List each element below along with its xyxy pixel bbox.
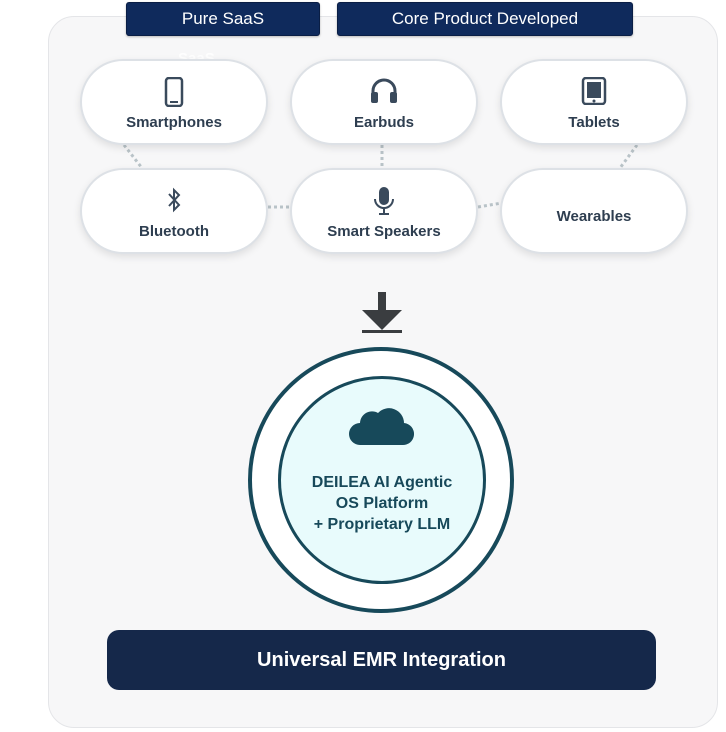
- device-bluetooth: Bluetooth: [80, 168, 268, 254]
- device-label: Bluetooth: [139, 223, 209, 240]
- connector-smartphones-bluetooth: [122, 144, 144, 169]
- platform-title-line: OS Platform: [335, 495, 429, 512]
- tab-pure-saas: Pure SaaS: [126, 2, 320, 36]
- down-arrow-icon: [362, 292, 402, 333]
- platform-title-line: + Proprietary LLM: [313, 516, 451, 533]
- tab-core-product: Core Product Developed: [337, 2, 633, 36]
- headphones-icon: [292, 77, 476, 107]
- device-label: Smart Speakers: [327, 223, 441, 240]
- device-label: Wearables: [556, 208, 632, 225]
- platform-title-line: DEILEA AI Agentic: [311, 474, 453, 491]
- device-smart-speakers: Smart Speakers: [290, 168, 478, 254]
- bluetooth-icon: [82, 186, 266, 216]
- device-label: Smartphones: [126, 114, 222, 131]
- device-tablets: Tablets: [500, 59, 688, 145]
- device-smartphones: Smartphones: [80, 59, 268, 145]
- microphone-icon: [292, 186, 476, 216]
- device-label: Earbuds: [353, 114, 414, 131]
- emr-integration-bar: Universal EMR Integration: [107, 630, 656, 690]
- connector-tablets-wearables: [618, 144, 639, 169]
- tablet-icon: [502, 77, 686, 107]
- connector-speakers-wearables: [477, 201, 503, 209]
- platform-title: DEILEA AI Agentic OS Platform + Propriet…: [280, 472, 484, 535]
- device-label: Tablets: [568, 114, 620, 131]
- cloud-icon: [349, 408, 414, 446]
- device-earbuds: Earbuds: [290, 59, 478, 145]
- device-wearables: Wearables: [500, 168, 688, 254]
- smartphone-icon: [82, 77, 266, 107]
